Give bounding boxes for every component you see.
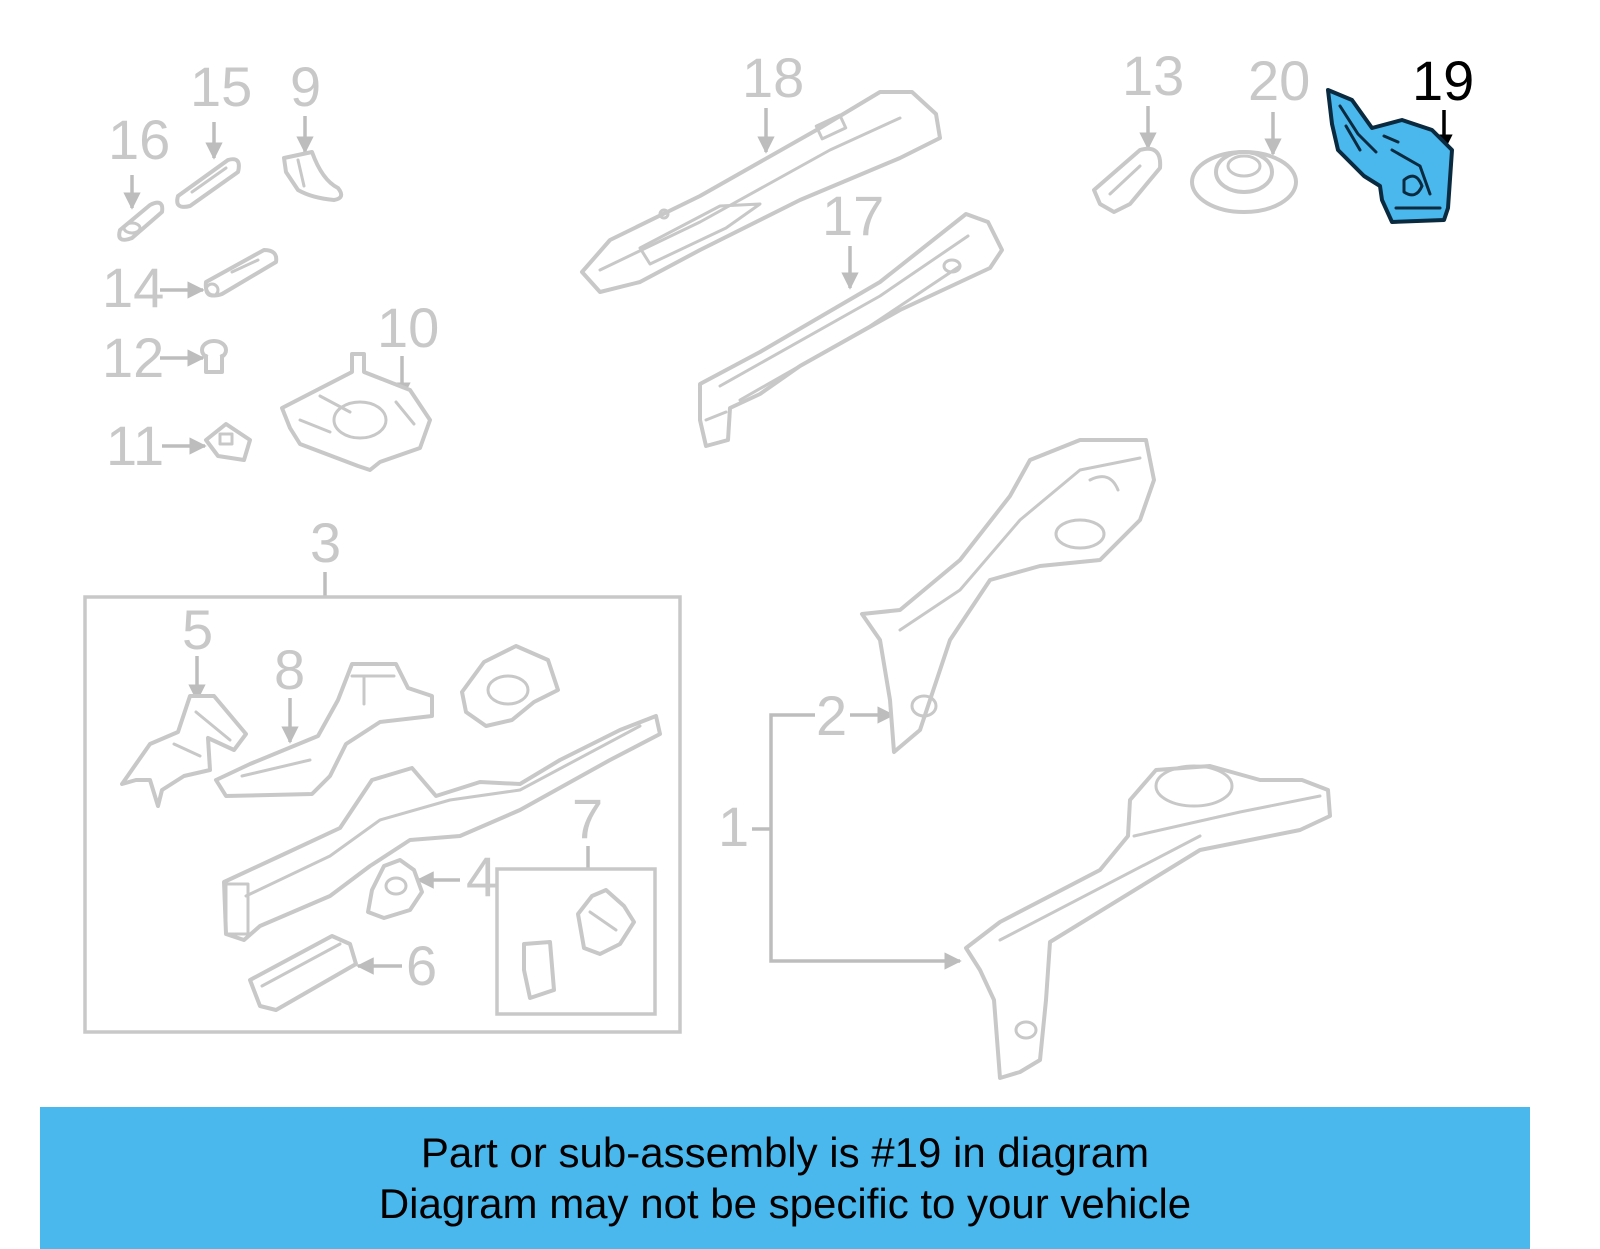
part-6 bbox=[248, 934, 358, 1012]
callout-1: 1 bbox=[718, 795, 749, 858]
callout-9: 9 bbox=[290, 55, 321, 118]
part-3-bracket bbox=[460, 644, 560, 728]
callout-4: 4 bbox=[466, 845, 497, 908]
callout-6: 6 bbox=[406, 934, 437, 997]
callout-3: 3 bbox=[310, 511, 341, 574]
part-13 bbox=[1092, 146, 1163, 214]
subassembly-7-box bbox=[495, 867, 657, 1016]
callout-15: 15 bbox=[190, 55, 252, 118]
callout-11: 11 bbox=[106, 414, 164, 477]
part-3-rail bbox=[222, 714, 662, 942]
part-2 bbox=[860, 438, 1156, 754]
callout-16: 16 bbox=[108, 108, 170, 171]
part-11 bbox=[204, 422, 252, 462]
subassembly-3-box bbox=[83, 595, 682, 1034]
part-9 bbox=[282, 150, 344, 202]
part-1 bbox=[964, 764, 1332, 1080]
part-8 bbox=[214, 662, 434, 798]
part-20 bbox=[1190, 150, 1298, 214]
part-15 bbox=[175, 157, 241, 209]
part-18 bbox=[580, 90, 942, 294]
callout-5: 5 bbox=[182, 598, 213, 661]
callout-8: 8 bbox=[274, 638, 305, 701]
part-12 bbox=[200, 339, 228, 374]
part-7 bbox=[522, 888, 636, 1000]
part-19-highlighted[interactable] bbox=[1326, 88, 1454, 224]
callout-2: 2 bbox=[816, 684, 847, 747]
banner-line-1: Part or sub-assembly is #19 in diagram bbox=[420, 1129, 1150, 1176]
callout-7: 7 bbox=[572, 787, 603, 850]
part-16 bbox=[117, 200, 165, 242]
callout-14: 14 bbox=[102, 256, 164, 319]
leader-lines bbox=[123, 106, 1453, 975]
callout-17: 17 bbox=[822, 184, 884, 247]
callout-13: 13 bbox=[1122, 44, 1184, 107]
info-banner: Part or sub-assembly is #19 in diagram D… bbox=[40, 1107, 1530, 1249]
callout-19[interactable]: 19 bbox=[1412, 49, 1474, 112]
callout-10: 10 bbox=[377, 296, 439, 359]
part-17 bbox=[698, 212, 1004, 448]
callout-20: 20 bbox=[1248, 49, 1310, 112]
part-14 bbox=[203, 248, 279, 298]
part-4 bbox=[366, 858, 424, 920]
callout-18: 18 bbox=[742, 46, 804, 109]
callout-12: 12 bbox=[102, 326, 164, 389]
part-5 bbox=[120, 694, 248, 808]
banner-line-2: Diagram may not be specific to your vehi… bbox=[378, 1180, 1192, 1227]
part-10 bbox=[280, 352, 432, 472]
